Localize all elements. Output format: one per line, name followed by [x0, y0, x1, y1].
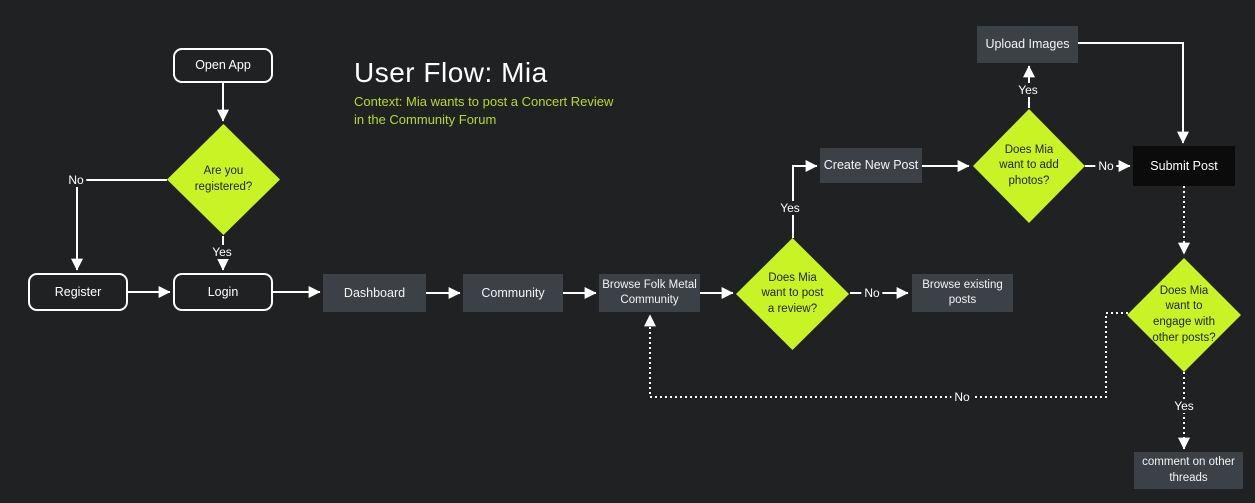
node-browse-folk-line-1: Browse Folk Metal [602, 278, 697, 291]
decision-registered-line-2: registered? [194, 180, 253, 193]
edge-registered-no-to-register [71, 179, 167, 271]
decision-photos-line-3: photos? [1008, 174, 1050, 187]
edge-upload-to-submit [1078, 42, 1189, 144]
node-browse-folk-line-2: Community [620, 294, 679, 306]
node-community-label: Community [481, 285, 545, 300]
node-open-app[interactable]: Open App [173, 48, 273, 83]
decision-registered-line-1: Are you [203, 164, 244, 177]
edge-label-engage-yes: Yes [1171, 399, 1197, 413]
node-dashboard-label: Dashboard [343, 285, 406, 300]
edge-engage-no-to-browse-folk [644, 312, 1128, 398]
edge-label-review-yes: Yes [777, 201, 803, 215]
decision-photos-line-2: want to add [999, 159, 1059, 172]
node-browse-existing-line-1: Browse existing [922, 278, 1003, 291]
title-block: User Flow: Mia Context: Mia wants to pos… [354, 58, 613, 128]
node-login[interactable]: Login [173, 273, 273, 311]
node-upload-images-label: Upload Images [985, 37, 1070, 52]
node-register[interactable]: Register [28, 273, 128, 311]
node-community[interactable]: Community [463, 274, 563, 312]
context-subtitle: Context: Mia wants to post a Concert Rev… [354, 93, 613, 127]
node-submit-post[interactable]: Submit Post [1133, 146, 1235, 186]
decision-review-line-1: Does Mia [768, 271, 817, 284]
edge-label-registered-yes: Yes [209, 245, 235, 259]
edge-label-photos-no: No [1095, 159, 1117, 173]
edge-label-engage-no: No [951, 390, 973, 404]
node-browse-existing-posts[interactable]: Browse existing posts [912, 274, 1013, 312]
decision-engage-line-1: Does Mia [1159, 284, 1209, 297]
decision-engage-line-3: engage with [1152, 316, 1215, 328]
node-browse-existing-line-2: posts [948, 294, 977, 306]
node-open-app-label: Open App [195, 58, 251, 73]
node-register-label: Register [54, 284, 102, 299]
page-title: User Flow: Mia [354, 57, 548, 88]
context-line-2: in the Community Forum [354, 111, 497, 127]
node-browse-folk-metal-community[interactable]: Browse Folk Metal Community [599, 274, 700, 312]
edge-label-registered-no: No [65, 173, 87, 187]
decision-review-line-3: a review? [767, 302, 818, 315]
decision-photos-line-1: Does Mia [1004, 143, 1054, 156]
node-submit-post-label: Submit Post [1150, 158, 1218, 173]
node-login-label: Login [207, 284, 239, 299]
edge-label-photos-yes: Yes [1015, 83, 1041, 97]
node-create-new-post-label: Create New Post [823, 158, 919, 173]
decision-engage-line-2: want to [1165, 300, 1203, 313]
node-dashboard[interactable]: Dashboard [323, 274, 426, 312]
node-upload-images[interactable]: Upload Images [977, 26, 1078, 63]
node-comment-on-other-threads[interactable]: comment on other threads [1134, 452, 1243, 489]
context-line-1: Context: Mia wants to post a Concert Rev… [354, 94, 614, 110]
edge-label-review-no: No [861, 286, 883, 300]
node-create-new-post[interactable]: Create New Post [820, 148, 922, 183]
decision-review-line-2: want to post [761, 287, 824, 300]
decision-engage-line-4: other posts? [1152, 331, 1216, 344]
node-comment-threads-line-1: comment on other [1142, 456, 1235, 469]
node-comment-threads-line-2: threads [1169, 471, 1208, 484]
